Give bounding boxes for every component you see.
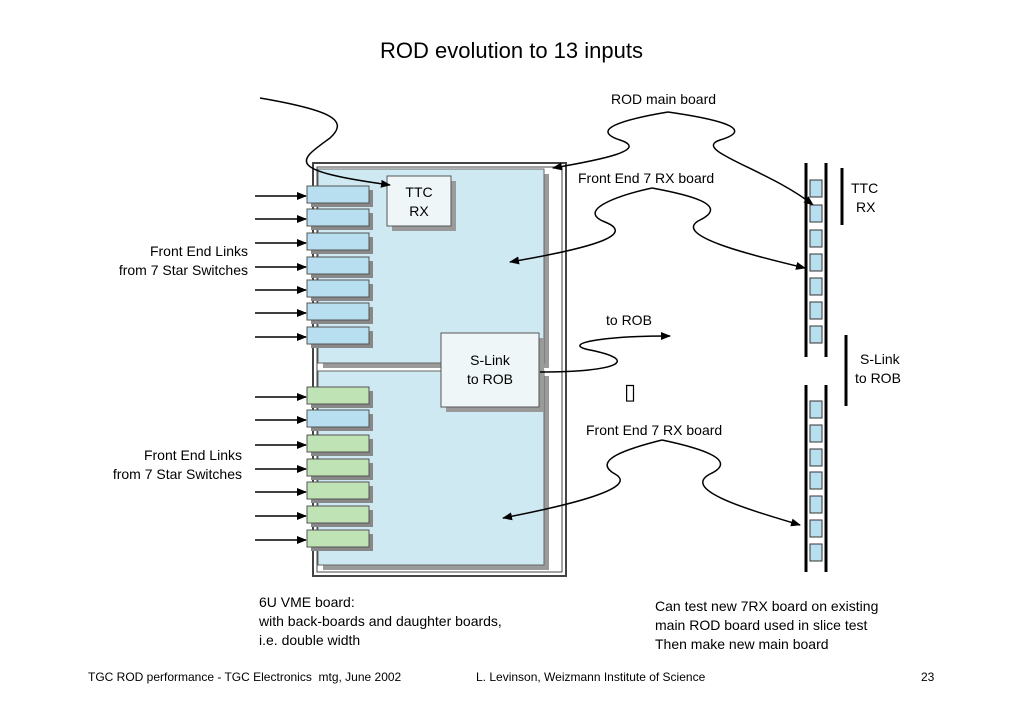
- test-note-line1: Can test new 7RX board on existing: [655, 598, 879, 614]
- front-end-links-top-2: from 7 Star Switches: [118, 262, 248, 278]
- slink-block-line1: S-Link: [470, 352, 511, 368]
- fe7rx-bottom-to-board: [502, 439, 663, 521]
- ttc-rx-block-line2: RX: [409, 203, 429, 219]
- ttc-input-curve: [259, 97, 391, 188]
- rod-main-board-label: ROD main board: [611, 91, 717, 107]
- slink-block: S-Link to ROB: [440, 332, 544, 412]
- side-slink-label-1: S-Link: [860, 351, 900, 367]
- rod-main-to-board: [552, 111, 669, 171]
- slink-to-rob-curve: [539, 332, 671, 373]
- bottom-connectors: [306, 386, 373, 551]
- fe7rx-top-to-board: [509, 187, 653, 265]
- slink-block-line2: to ROB: [467, 371, 513, 387]
- ttc-rx-block-line1: TTC: [405, 184, 432, 200]
- test-note-line2: main ROD board used in slice test: [655, 617, 868, 633]
- footer-page-number: 23: [921, 670, 935, 684]
- side-slink-label-2: to ROB: [855, 370, 901, 386]
- vme-note-line1: 6U VME board:: [259, 594, 355, 610]
- fe7rx-top-to-side: [651, 187, 806, 270]
- top-input-arrows: [255, 192, 307, 341]
- footer-center: L. Levinson, Weizmann Institute of Scien…: [476, 670, 706, 684]
- front-end-7rx-bottom-label: Front End 7 RX board: [586, 422, 723, 438]
- side-ttc-label-1: TTC: [851, 180, 879, 196]
- side-ttc-label-2: RX: [856, 199, 876, 215]
- rod-main-to-side: [667, 111, 814, 206]
- bottom-input-arrows: [255, 393, 307, 544]
- slide-title: ROD evolution to 13 inputs: [380, 38, 643, 63]
- ttc-rx-block: TTC RX: [386, 175, 456, 231]
- placeholder-glyph: ▯: [624, 380, 637, 405]
- side-view-board: [804, 163, 848, 572]
- top-connectors: [306, 185, 373, 348]
- front-end-links-bottom-1: Front End Links: [143, 447, 242, 463]
- vme-note-line3: i.e. double width: [259, 632, 361, 648]
- vme-board-frame: [312, 162, 567, 577]
- footer-left: TGC ROD performance - TGC Electronics mt…: [88, 670, 402, 684]
- test-note-line3: Then make new main board: [655, 636, 829, 652]
- vme-note-line2: with back-boards and daughter boards,: [259, 613, 502, 629]
- fe7rx-bottom-to-side: [661, 439, 801, 527]
- front-end-links-top-1: Front End Links: [149, 243, 248, 259]
- front-end-7rx-top-label: Front End 7 RX board: [578, 170, 715, 186]
- to-rob-label: to ROB: [606, 312, 652, 328]
- front-end-links-bottom-2: from 7 Star Switches: [112, 466, 242, 482]
